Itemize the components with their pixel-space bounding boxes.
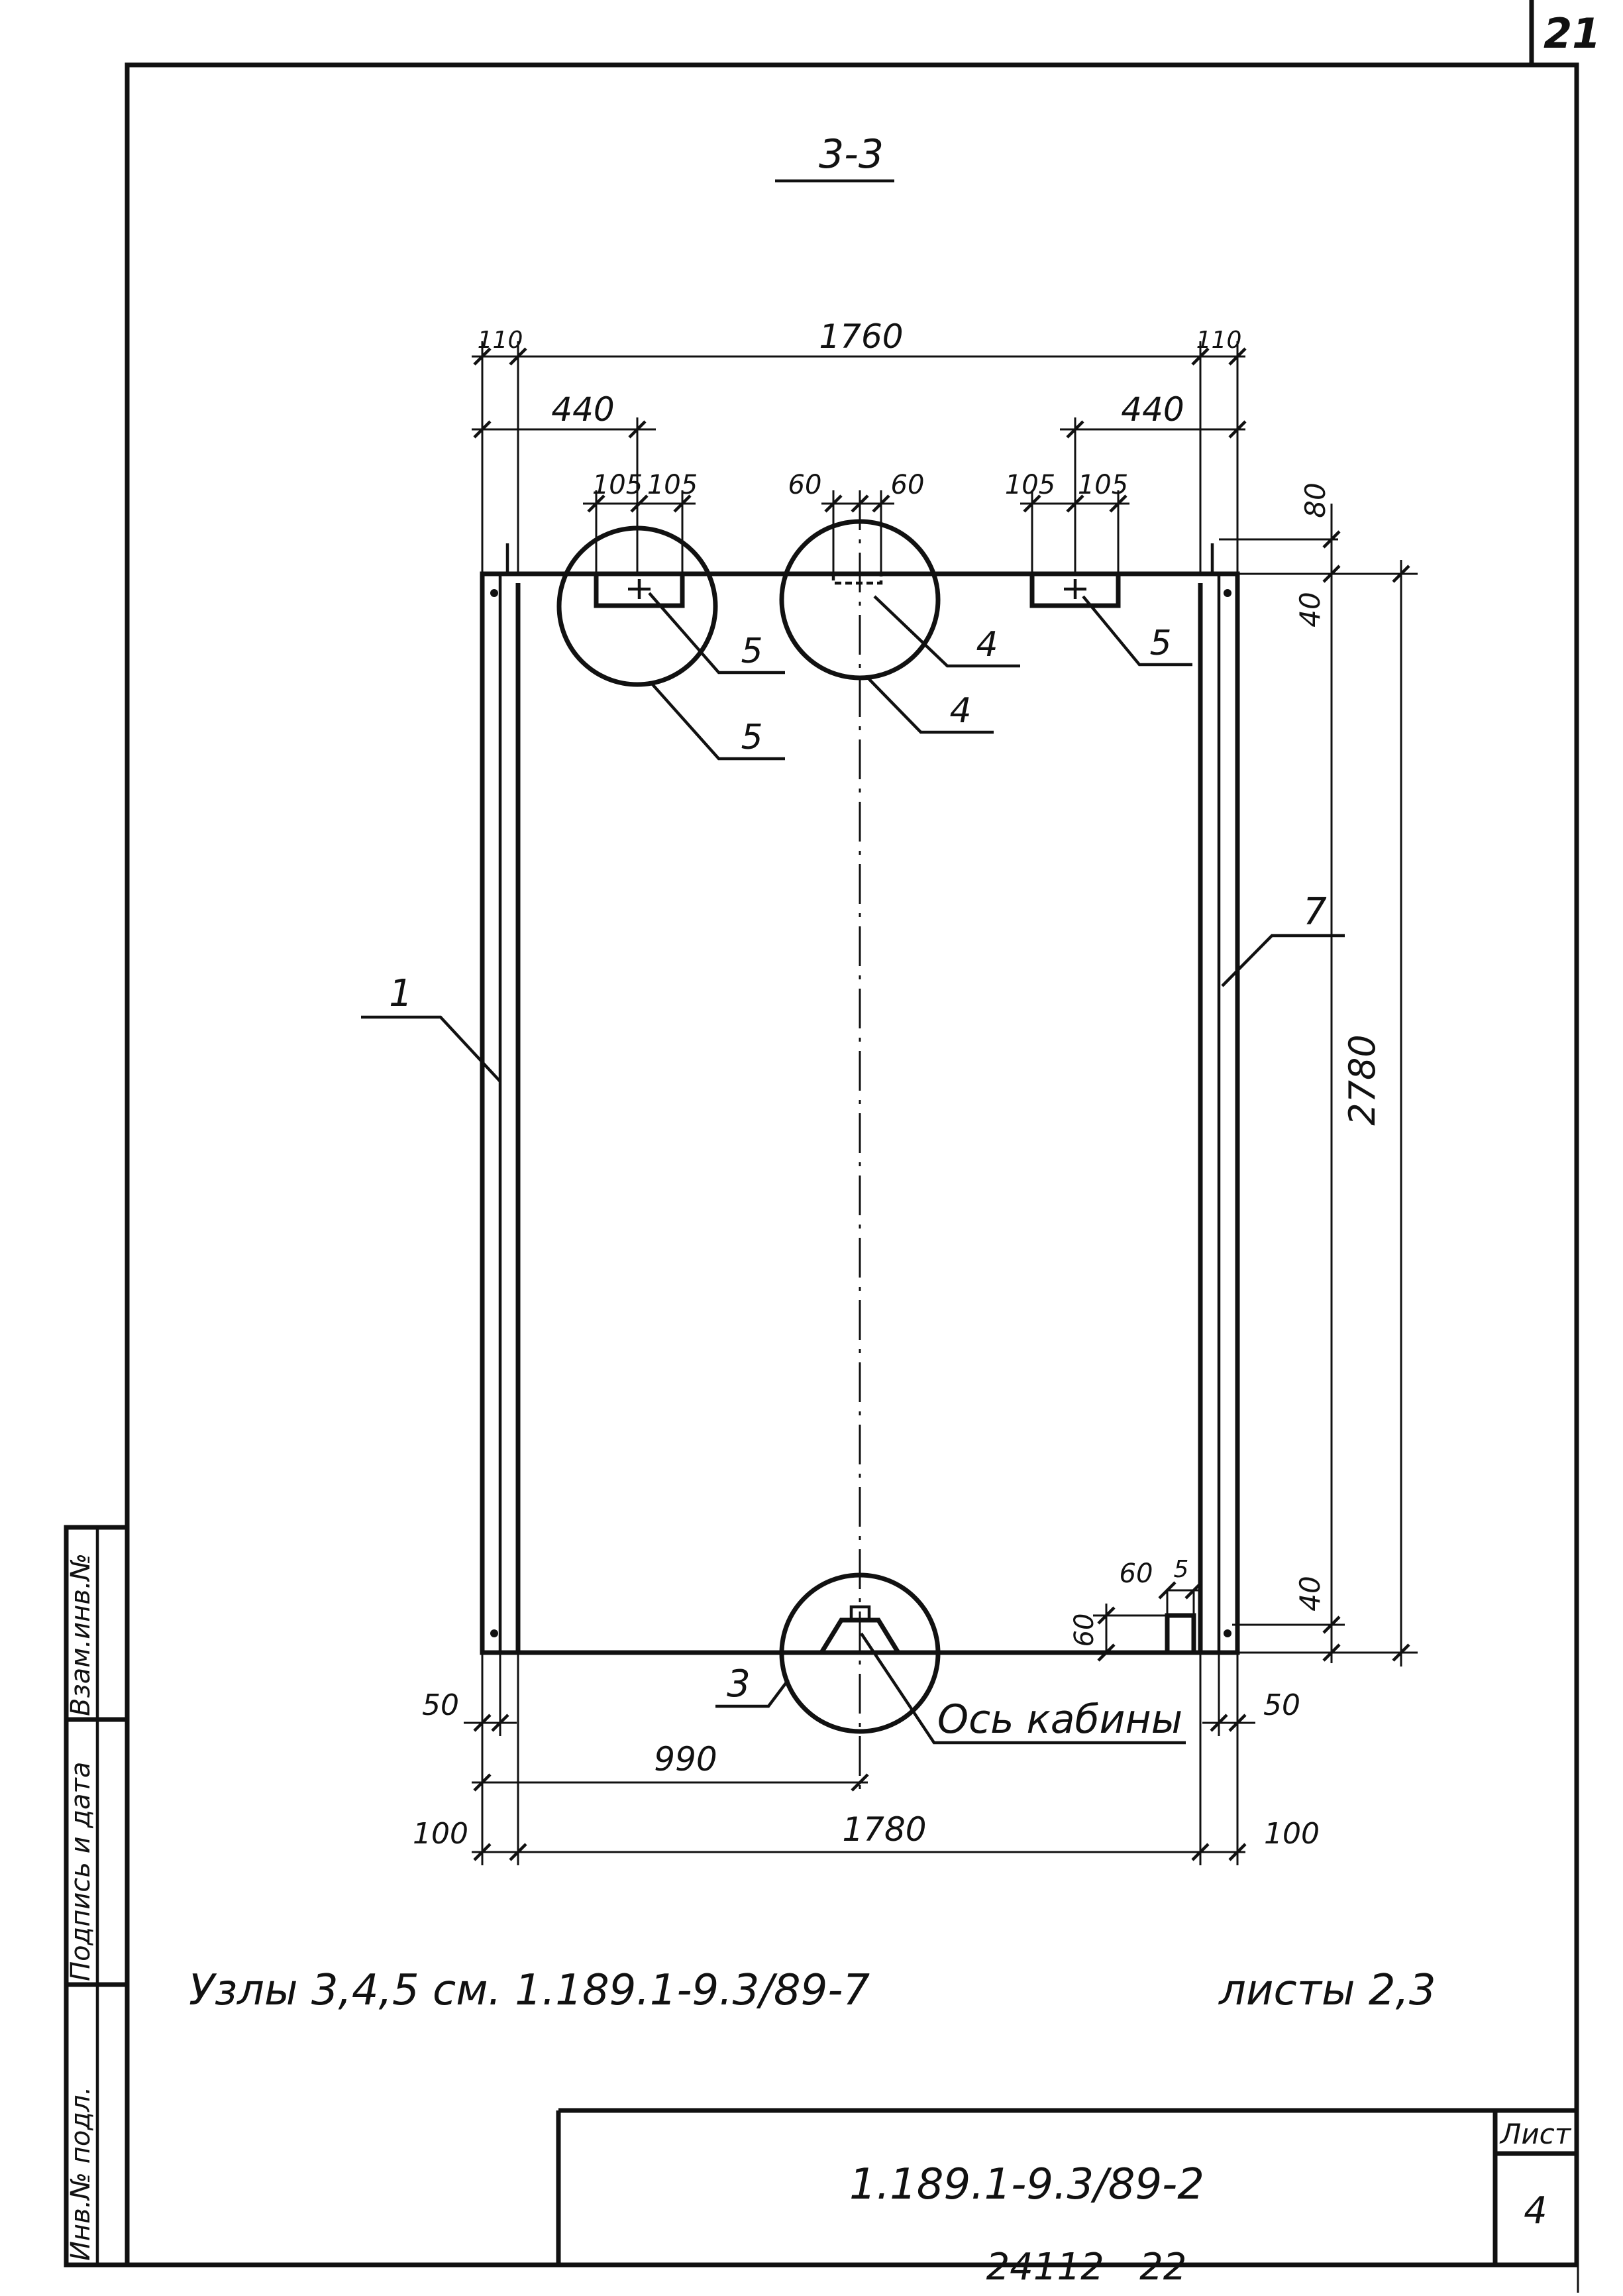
dim-right-top-small: 40 [1294, 592, 1326, 627]
note-nodes: Узлы 3,4,5 см. 1.189.1-9.3/89-7 [189, 1966, 870, 2015]
footer-code: 24112 22 [986, 2246, 1187, 2289]
cabin-plan [480, 490, 1240, 1789]
dim-top-right-edge: 110 [1196, 327, 1242, 354]
dim-top-right-offset: 440 [1121, 390, 1184, 429]
callout-cabin-axis: Ось кабины [937, 1696, 1182, 1743]
dim-bottom-right-outer: 100 [1264, 1817, 1320, 1851]
dimension-ticks [473, 347, 1410, 1861]
callout-part-1: 1 [389, 972, 413, 1015]
dim-bottom-small-h: 60 [1069, 1613, 1100, 1647]
dim-bottom-small-gap: 5 [1174, 1556, 1189, 1583]
dim-top-left-offset: 440 [551, 390, 614, 429]
sheet-corner-number: 21 [1544, 9, 1600, 58]
title-sheet-label: Лист [1499, 2118, 1572, 2150]
stamp-replaced-inv: Взам.инв.№ [66, 1553, 96, 1716]
dim-bottom-axis-offset: 990 [654, 1740, 717, 1778]
dim-left-hole-a: 105 [592, 470, 643, 500]
callout-detail-5-small: 5 [741, 631, 762, 671]
callout-detail-5-right: 5 [1149, 624, 1171, 663]
callout-part-7: 7 [1303, 891, 1327, 934]
dim-left-hole-b: 105 [647, 470, 698, 500]
stamp-signature-date: Подпись и дата [66, 1762, 96, 1981]
dim-right-bottom-small: 40 [1294, 1576, 1326, 1611]
title-designation: 1.189.1-9.3/89-2 [849, 2160, 1204, 2209]
section-title: 3-3 [819, 131, 884, 178]
dimension-lines [464, 341, 1418, 1865]
dim-top-overall: 1760 [819, 317, 903, 356]
callout-detail-5-circle: 5 [741, 718, 762, 757]
dim-bottom-left-outer: 100 [413, 1817, 468, 1851]
dim-bottom-overall: 1780 [842, 1810, 926, 1849]
drawing-frame [64, 0, 1579, 2268]
dim-right-height: 2780 [1341, 1034, 1383, 1125]
dim-bottom-small-w: 60 [1120, 1558, 1153, 1589]
stamp-inv-number: Инв.№ подл. [66, 2087, 96, 2261]
dim-right-top: 80 [1299, 482, 1332, 518]
title-sheet-number: 4 [1524, 2189, 1547, 2232]
callout-leaders [361, 592, 1345, 1745]
dim-center-b: 60 [891, 470, 925, 500]
callout-detail-4-circle: 4 [949, 691, 971, 731]
dim-right-hole-b: 105 [1078, 470, 1128, 500]
note-sheets: листы 2,3 [1218, 1966, 1436, 2015]
callout-detail-3: 3 [727, 1663, 751, 1706]
dim-bottom-right-wall: 50 [1263, 1688, 1300, 1722]
dim-top-left-edge: 110 [478, 327, 523, 354]
dim-center-a: 60 [788, 470, 822, 500]
callout-detail-4-small: 4 [976, 625, 998, 665]
dim-bottom-left-wall: 50 [422, 1688, 459, 1722]
dim-right-hole-a: 105 [1005, 470, 1055, 500]
